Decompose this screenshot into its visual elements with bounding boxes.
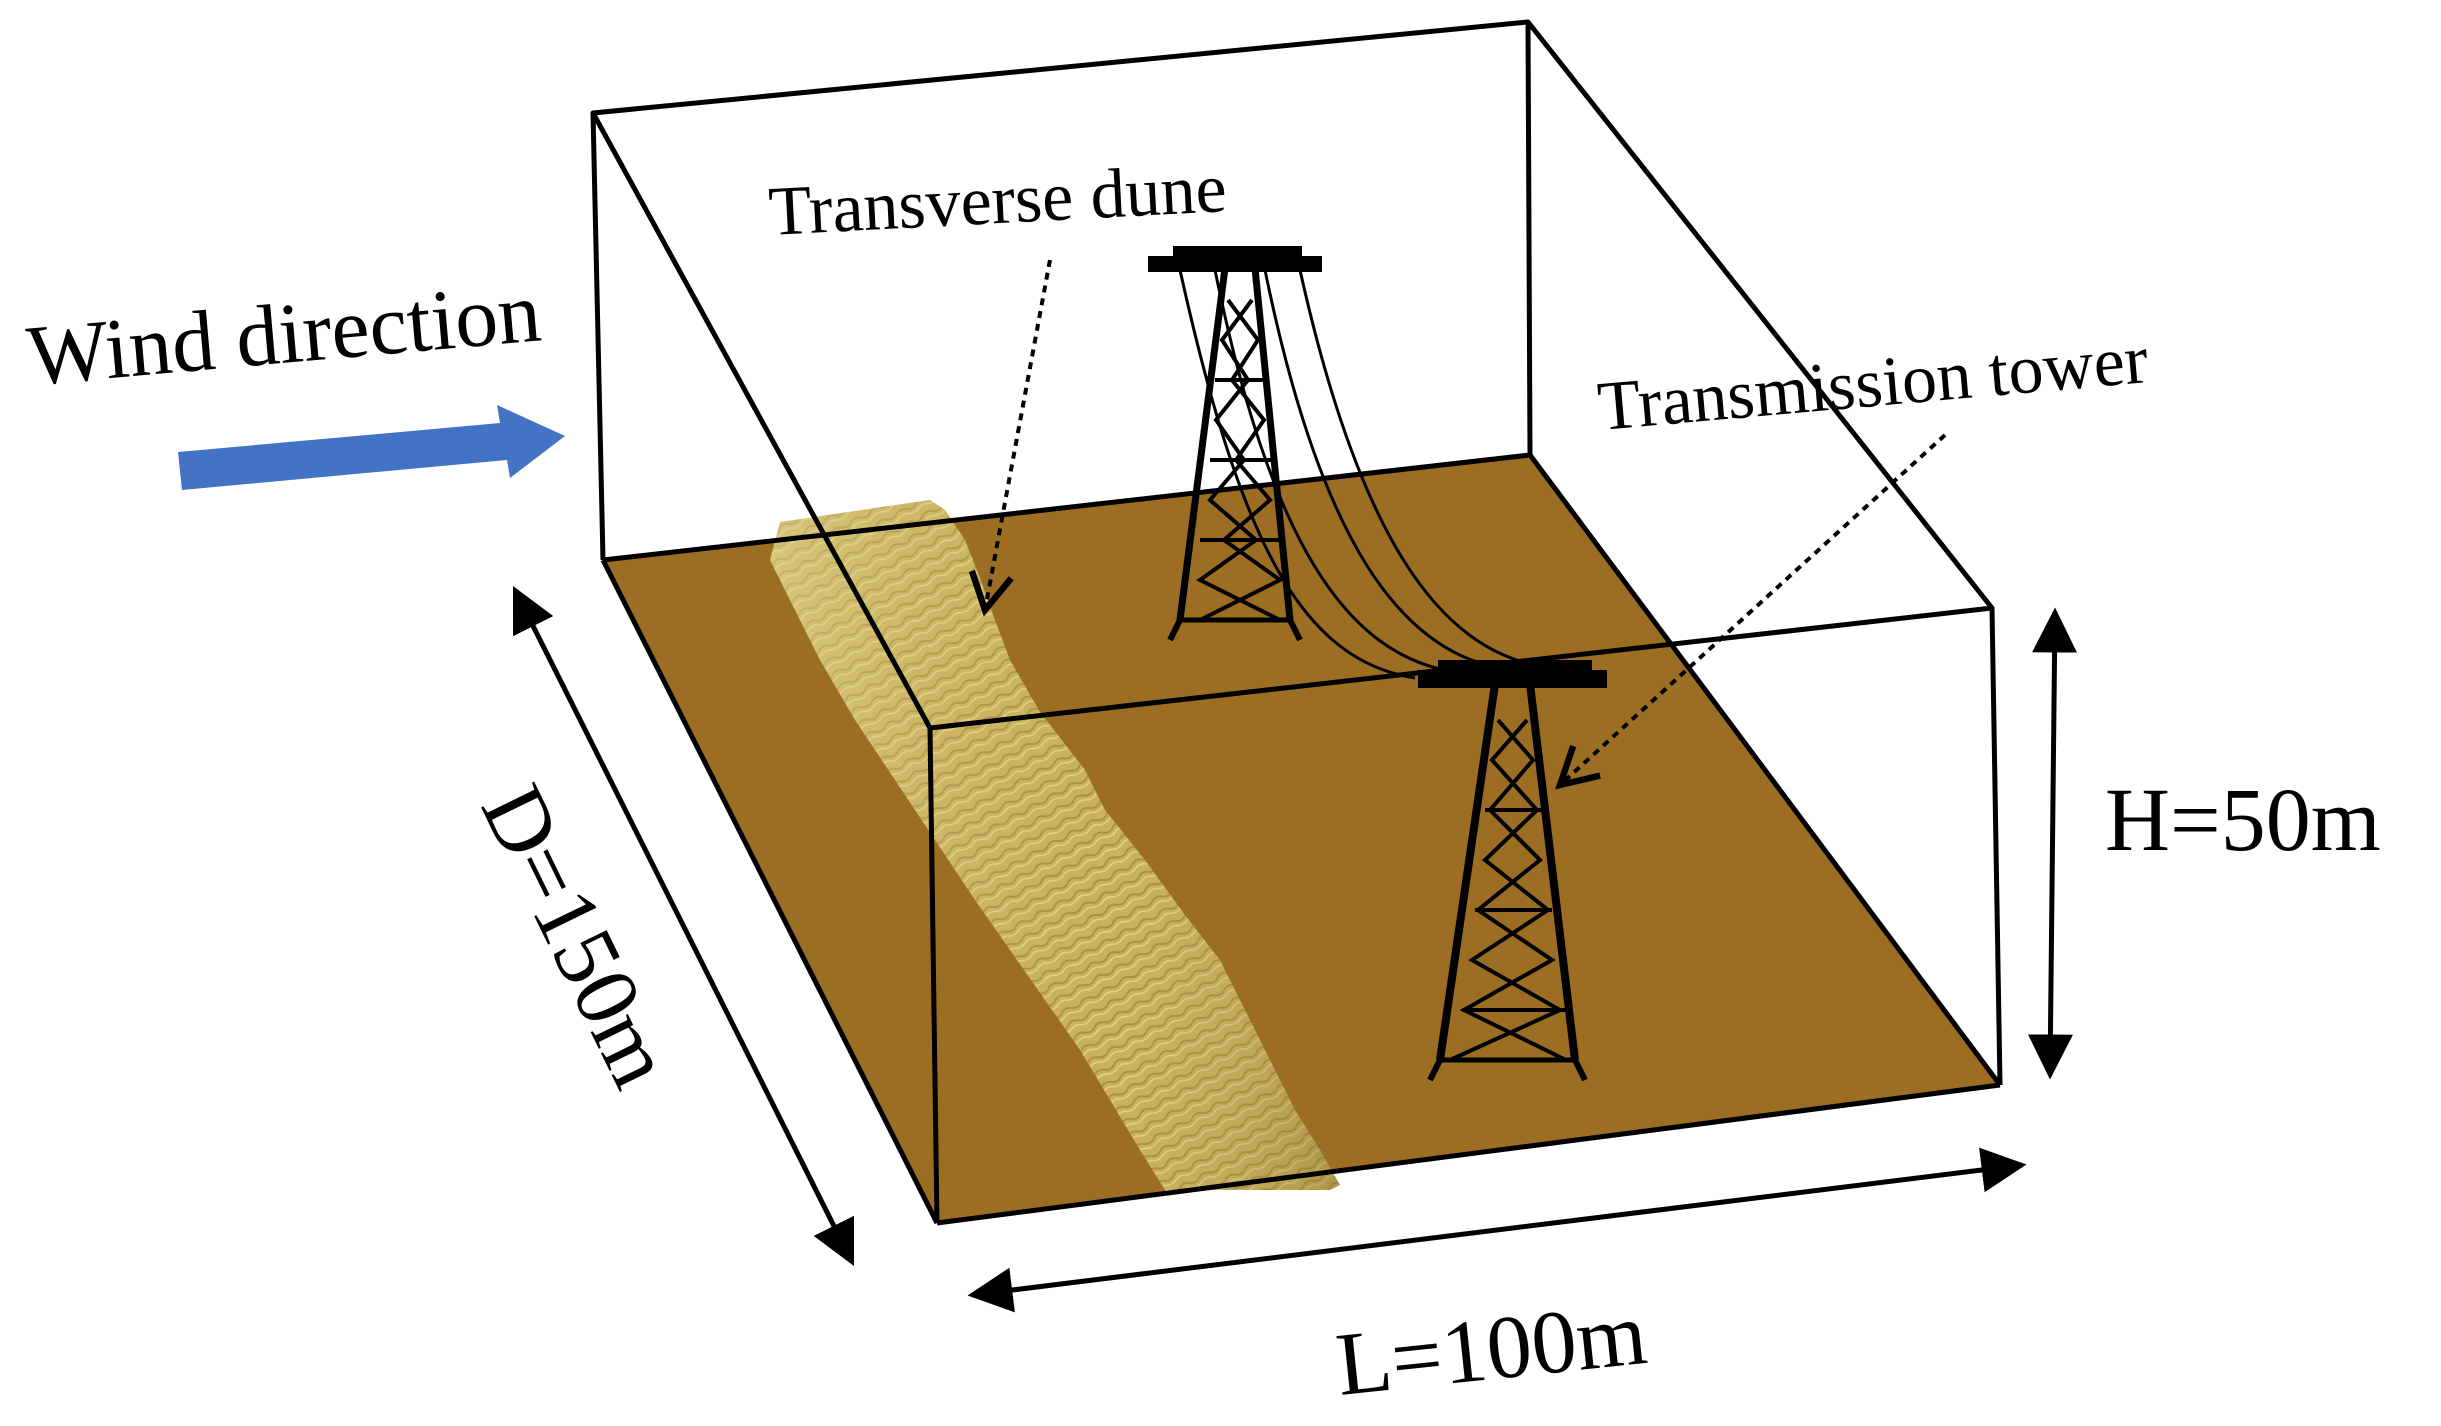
- length-dimension-arrow: [967, 1147, 2027, 1313]
- front-tower: [1418, 660, 1607, 1082]
- transmission-tower-label: Transmission tower: [1595, 321, 2151, 446]
- wind-arrow: [178, 405, 565, 490]
- height-dimension-arrow: [2027, 607, 2078, 1080]
- height-label: H=50m: [2105, 771, 2381, 870]
- depth-dimension-arrow: [512, 585, 855, 1267]
- tower-pointer: [1555, 433, 1947, 790]
- wind-direction-label: Wind direction: [23, 263, 544, 404]
- length-label: L=100m: [1332, 1284, 1651, 1415]
- depth-label: D=150m: [462, 770, 692, 1102]
- transverse-dune-label: Transverse dune: [767, 150, 1229, 251]
- back-tower: [1148, 246, 1322, 642]
